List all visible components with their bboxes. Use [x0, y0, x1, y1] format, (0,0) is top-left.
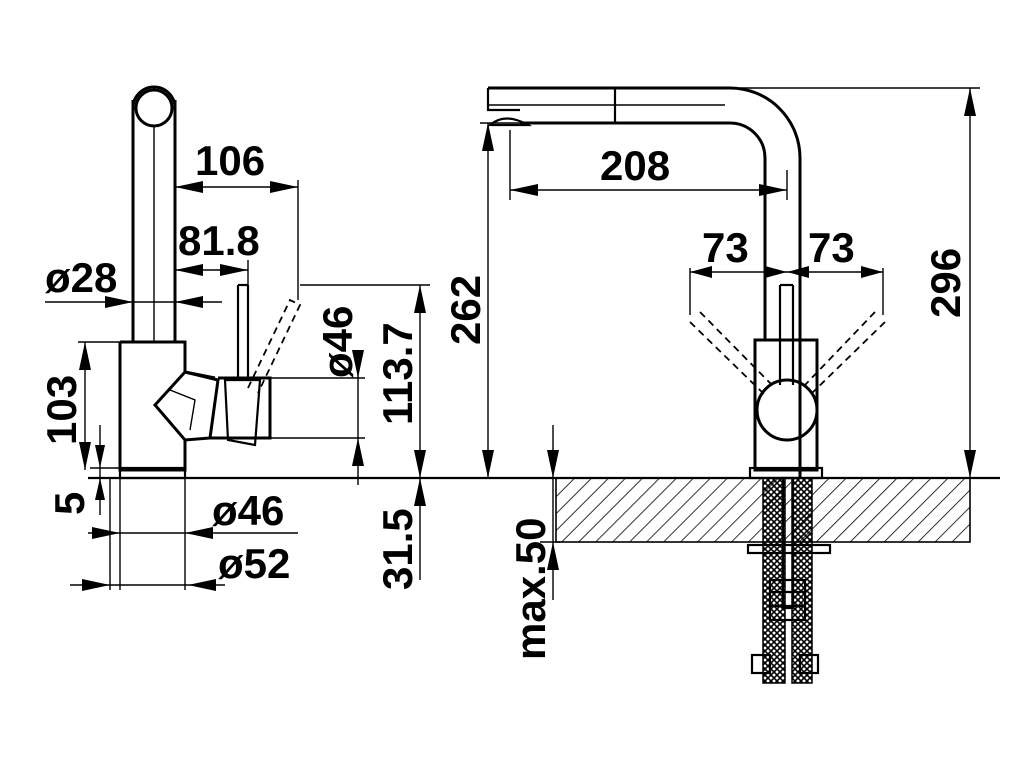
dim-208-label: 208: [600, 142, 670, 189]
arrow-max50-bottom: [547, 542, 559, 570]
dim-73-right-label: 73: [808, 224, 855, 271]
arrow-103-top: [79, 342, 91, 370]
arrow-208-right: [759, 184, 787, 196]
arrow-106-left: [175, 181, 203, 193]
dim-296-label: 296: [922, 248, 969, 318]
front-view: 208 73 73 262 296 max.50: [442, 86, 980, 684]
dim-81-8-label: 81.8: [178, 217, 260, 264]
dim-103-label: 103: [38, 375, 85, 445]
spout-top-cap: [131, 85, 177, 109]
mounting-plate: [746, 543, 832, 555]
dim-106-label: 106: [195, 137, 265, 184]
dim-31-5-label: 31.5: [374, 508, 421, 590]
arrow-52-right: [188, 579, 216, 591]
arrow-296-top: [964, 88, 976, 116]
dim-73-left-label: 73: [702, 224, 749, 271]
spout-arm: [488, 86, 802, 478]
arrow-81-8-right: [220, 264, 248, 276]
lever-tilted-dashed: [247, 298, 302, 394]
arrow-103-bottom: [79, 442, 91, 470]
spout-arm-inner: [520, 121, 767, 340]
arrow-28-right: [175, 296, 203, 308]
dim-262-label: 262: [442, 275, 489, 345]
arrow-208-left: [510, 184, 538, 196]
dim-52-label: ø52: [218, 540, 290, 587]
handle-knob: [755, 378, 819, 442]
dim-46-handle-label: ø46: [314, 306, 361, 378]
mounting-nut: [768, 578, 807, 622]
arrow-81-8-left: [175, 264, 203, 276]
dim-46-base-label: ø46: [212, 487, 284, 534]
dim-max50-label: max.50: [507, 518, 554, 660]
hose-fitting-left: [750, 653, 772, 675]
handle-outline: [223, 378, 262, 447]
dim-28-label: ø28: [45, 254, 117, 301]
arrow-113-7-top: [414, 285, 426, 313]
arrow-52-left: [82, 579, 110, 591]
arrow-5-top: [95, 445, 105, 468]
dim-5-label: 5: [46, 492, 93, 515]
mounting-rod: [781, 476, 795, 610]
arrow-73-right-a: [787, 266, 809, 278]
lever-joint-shade: [169, 389, 196, 431]
lever-swing-left: [689, 311, 773, 396]
lever-joint: [152, 370, 220, 442]
lever-swing-right: [804, 311, 886, 396]
arrow-max50-top: [547, 450, 559, 478]
side-view: 106 81.8 ø28 ø46 113.7 31.5: [38, 85, 1000, 591]
arrow-31-5-top: [414, 478, 426, 506]
spout-head: [486, 88, 533, 127]
dim-113-7-label: 113.7: [374, 322, 421, 425]
faucet-body-front: [753, 338, 819, 472]
faucet-body-left: [118, 340, 216, 472]
arrow-28-left: [105, 296, 133, 308]
arrow-5-bottom: [95, 478, 105, 500]
handle-housing: [210, 376, 272, 440]
arrow-73-left-b: [765, 266, 787, 278]
arrow-46-base-right: [185, 527, 213, 539]
arrow-113-7-bottom: [414, 450, 426, 478]
arrow-46-bottom: [352, 438, 364, 466]
arrow-296-bottom: [964, 450, 976, 478]
hose-fitting-right: [798, 653, 820, 675]
spout-aerator: [134, 88, 174, 128]
base-ring: [118, 466, 187, 480]
arrow-106-right: [270, 181, 298, 193]
arrow-262-top: [482, 123, 494, 151]
arrow-46-base-left: [92, 527, 120, 539]
arrow-73-left-a: [690, 266, 712, 278]
arrow-262-bottom: [482, 450, 494, 478]
arrow-73-right-b: [861, 266, 883, 278]
